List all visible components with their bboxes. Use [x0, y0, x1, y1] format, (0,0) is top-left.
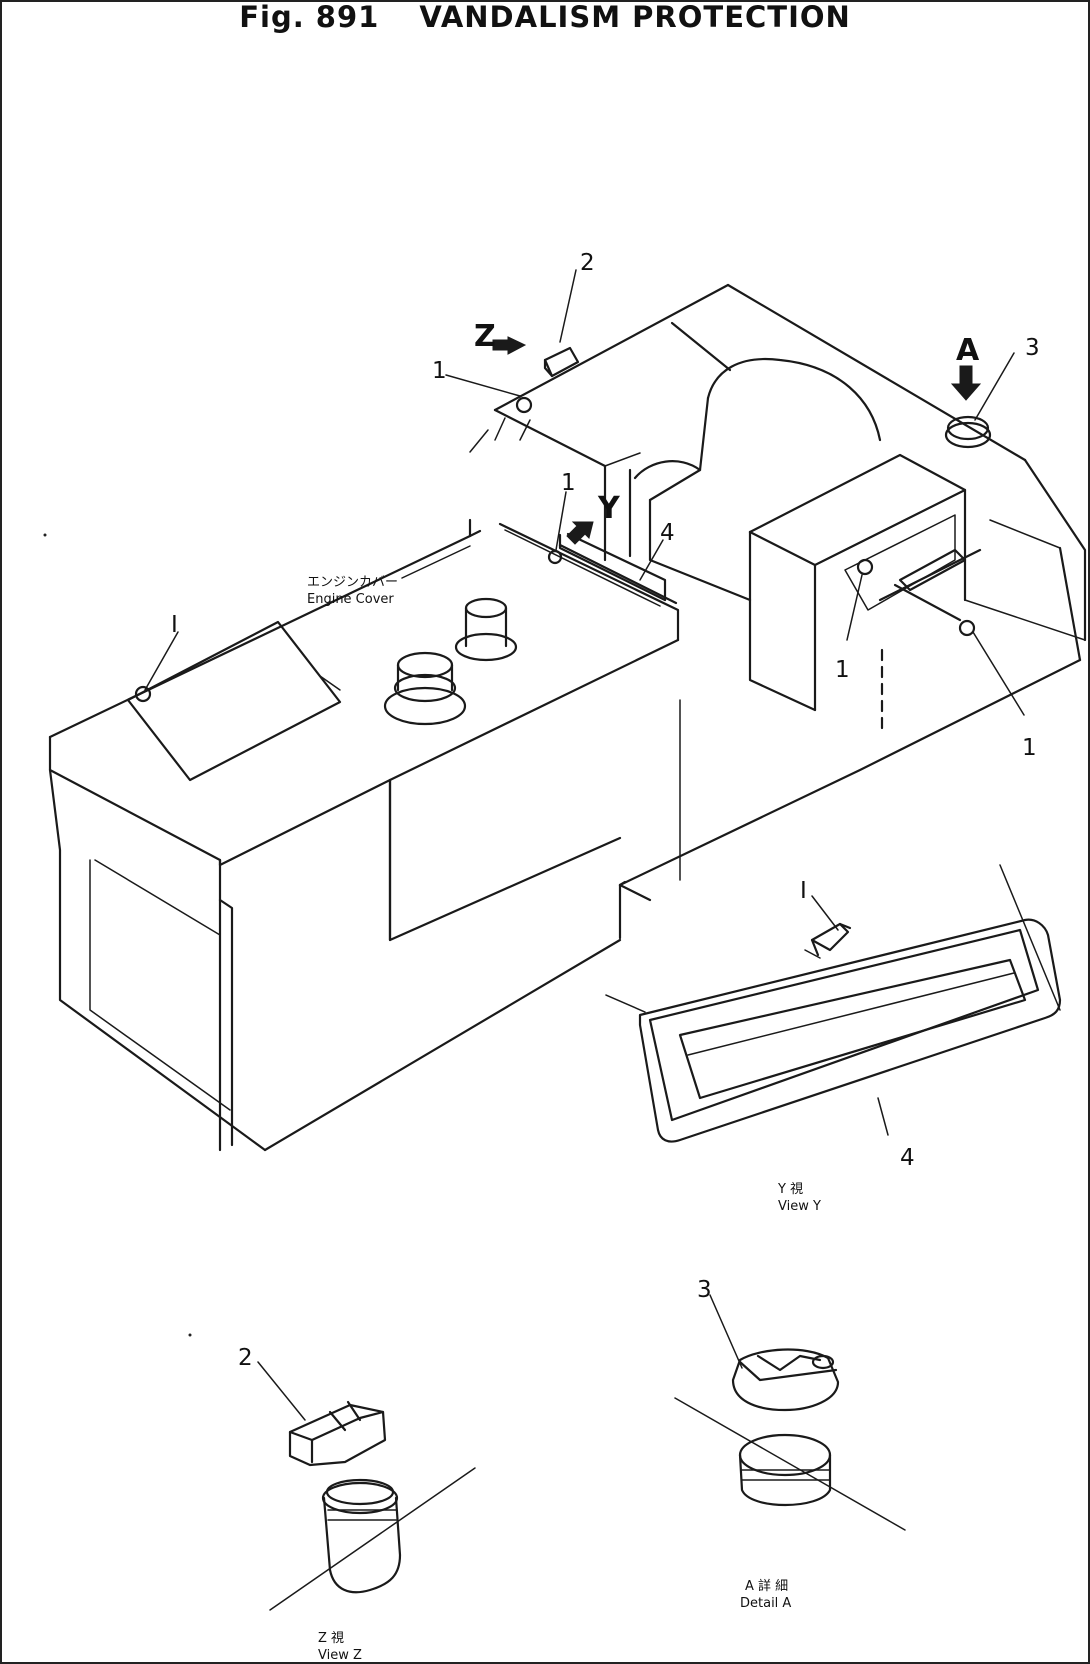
fuel-cap-part — [944, 421, 992, 449]
callout-1-console-right: 1 — [1022, 735, 1037, 761]
detail-a-label-jp: A 詳 細 — [745, 1578, 788, 1594]
view-z-detail — [269, 1400, 476, 1611]
view-arrow-y — [566, 521, 594, 545]
view-letter-z: Z — [474, 319, 496, 354]
lock-cap-part — [543, 346, 580, 378]
callout-1-engine: I — [171, 612, 178, 638]
view-arrow-a — [950, 365, 982, 401]
guard-panel — [558, 543, 678, 605]
lock-bolt — [547, 549, 563, 565]
latch-part — [810, 922, 850, 952]
engine-cover-assembly — [48, 283, 1087, 1152]
leader-lines — [144, 269, 1025, 716]
lock-cap-part — [288, 1403, 387, 1467]
view-y-label-jp: Y 視 — [777, 1182, 803, 1197]
view-z-label-jp: Z 視 — [318, 1631, 344, 1646]
callout-3-main: 3 — [1025, 335, 1040, 361]
view-letter-y: Y — [597, 491, 621, 526]
engine-cover-label-jp: エンジンカバー — [307, 575, 398, 590]
lock-bolt — [515, 396, 533, 414]
callout-1-view-y: I — [800, 878, 807, 904]
callout-1-left: 1 — [432, 358, 447, 384]
view-z-label-en: View Z — [318, 1648, 362, 1663]
view-letter-a: A — [956, 333, 980, 368]
figure-number: Fig. 891 — [239, 0, 380, 34]
callout-2-view-z: 2 — [238, 1345, 253, 1371]
lock-bolt — [134, 685, 152, 703]
detail-a — [674, 1348, 906, 1531]
view-arrow-z — [492, 336, 527, 355]
view-y-detail — [605, 864, 1062, 1143]
lock-bolt — [856, 558, 874, 576]
engine-cover-label-en: Engine Cover — [307, 592, 394, 607]
figure-name: VANDALISM PROTECTION — [419, 0, 851, 34]
callout-4-main: 4 — [660, 520, 675, 546]
lock-bolt — [958, 619, 976, 637]
callout-3-detail-a: 3 — [697, 1277, 712, 1303]
callout-1-console-left: 1 — [835, 657, 850, 683]
view-y-label-en: View Y — [778, 1199, 821, 1214]
callout-2-main: 2 — [580, 250, 595, 276]
figure-title: Fig. 891 VANDALISM PROTECTION — [0, 0, 1090, 34]
fuel-cap-part — [731, 1348, 840, 1412]
callout-1-center: 1 — [561, 470, 576, 496]
detail-a-label-en: Detail A — [740, 1596, 791, 1611]
callout-4-view-y: 4 — [900, 1145, 915, 1171]
